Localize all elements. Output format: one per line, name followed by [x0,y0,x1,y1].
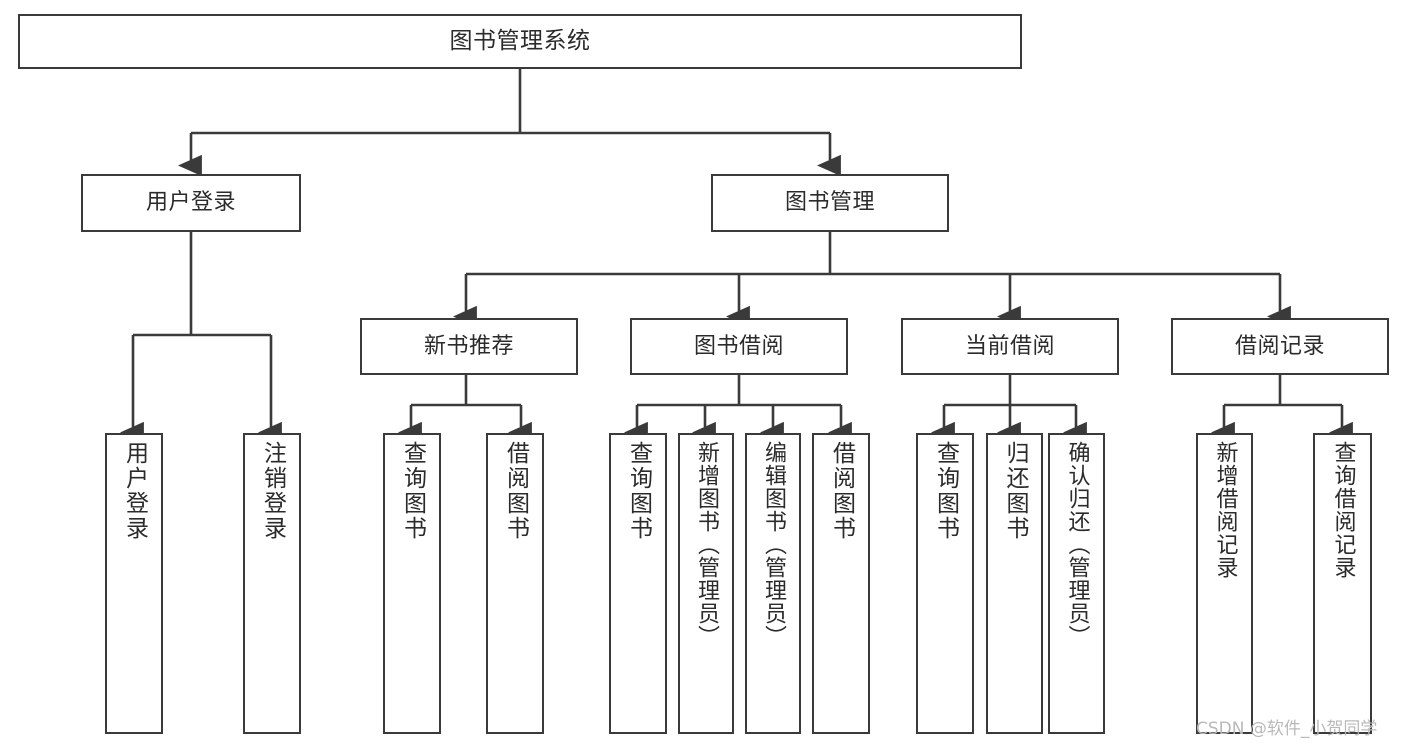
node-book-borrow[interactable]: 图书借阅 [630,318,848,375]
node-borrow-record[interactable]: 借阅记录 [1171,318,1389,375]
leaf-book-borrow-query-book[interactable]: 查询图书 [609,433,667,734]
csdn-watermark: CSDN @软件_小贺同学 [1196,719,1378,739]
node-label: 借阅记录 [1234,333,1325,359]
node-root-book-management-system[interactable]: 图书管理系统 [18,14,1022,69]
leaf-book-borrow-add-book-admin[interactable]: 新增图书（管理员） [678,433,734,734]
leaf-user-login-logout[interactable]: 注销登录 [243,433,301,734]
node-label: 查询图书 [932,441,959,541]
node-book-management[interactable]: 图书管理 [711,174,949,232]
leaf-borrow-record-query-record[interactable]: 查询借阅记录 [1313,433,1372,734]
node-label: 借阅图书 [502,441,529,541]
node-label: 用户登录 [145,190,236,216]
node-label: 查询图书 [625,441,652,541]
node-label: 新增借阅记录 [1212,441,1238,579]
node-new-book-recommend[interactable]: 新书推荐 [360,318,578,375]
leaf-book-borrow-edit-book-admin[interactable]: 编辑图书（管理员） [745,433,801,734]
leaf-current-borrow-query-book[interactable]: 查询图书 [916,433,974,734]
node-label: 新增图书（管理员） [694,441,719,648]
leaf-new-book-query-book[interactable]: 查询图书 [383,433,441,734]
node-user-login[interactable]: 用户登录 [81,174,301,232]
node-label: 编辑图书（管理员） [761,441,786,648]
node-label: 当前借阅 [964,333,1055,359]
node-label: 归还图书 [1002,441,1028,541]
node-label: 图书管理 [784,190,875,216]
node-label: 确认归还（管理员） [1064,441,1090,648]
leaf-new-book-borrow-book[interactable]: 借阅图书 [486,433,544,734]
node-label: 查询图书 [399,441,426,541]
node-label: 借阅图书 [828,441,855,541]
node-label: 新书推荐 [423,333,514,359]
node-label: 图书管理系统 [449,28,591,55]
node-label: 图书借阅 [693,333,784,359]
leaf-current-borrow-return-book[interactable]: 归还图书 [986,433,1043,734]
leaf-book-borrow-borrow-book[interactable]: 借阅图书 [812,433,870,734]
node-label: 查询借阅记录 [1330,441,1356,579]
leaf-user-login-login[interactable]: 用户登录 [105,433,163,734]
leaf-borrow-record-add-record[interactable]: 新增借阅记录 [1196,433,1253,734]
node-label: 用户登录 [121,441,148,541]
node-label: 注销登录 [259,441,286,541]
leaf-current-borrow-confirm-return-admin[interactable]: 确认归还（管理员） [1048,433,1105,734]
node-current-borrow[interactable]: 当前借阅 [901,318,1119,375]
